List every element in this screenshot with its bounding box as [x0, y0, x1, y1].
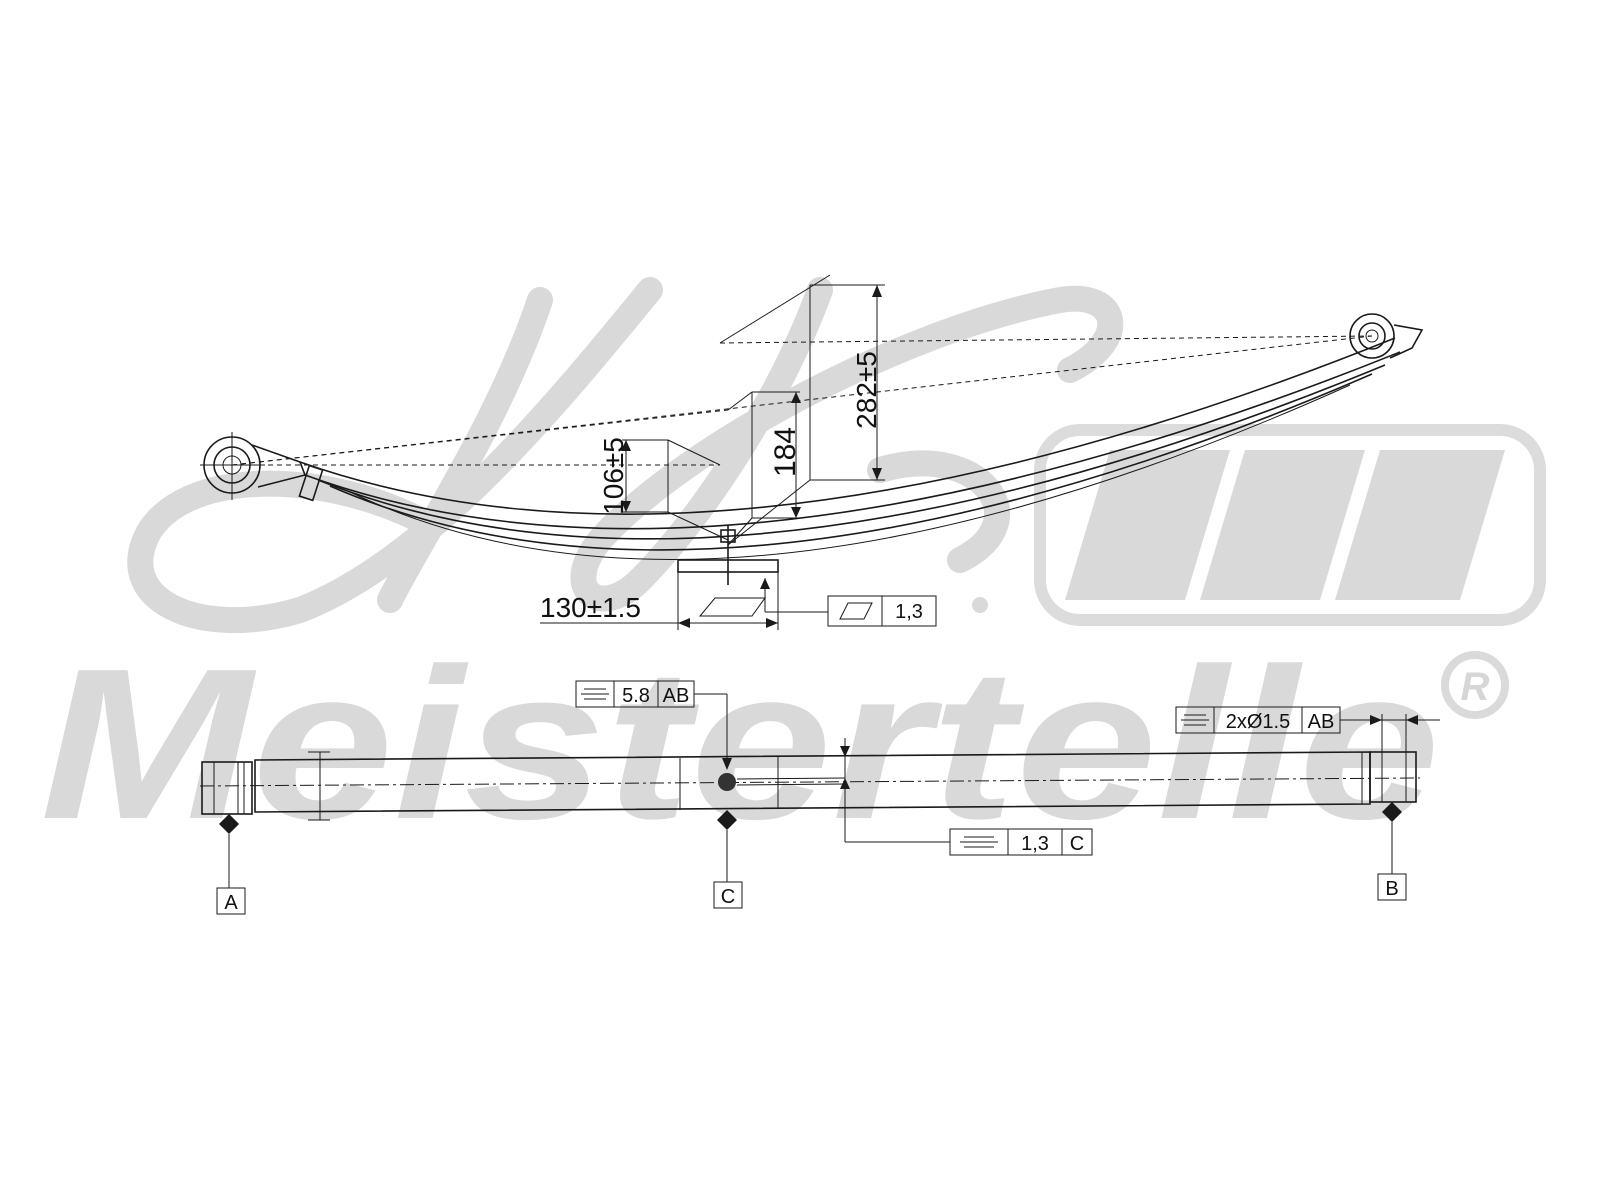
top-view: A C B 5.8 AB: [199, 680, 1440, 915]
datum-c: C: [713, 810, 743, 909]
datum-c-label: C: [721, 886, 735, 908]
flatness-tolerance-value: 1,3: [895, 601, 923, 623]
spring-leaves: [299, 337, 1401, 560]
seat-flatness-indicator: [698, 578, 828, 617]
dimension-184: 184: [727, 391, 802, 546]
center-seat: [677, 525, 779, 585]
symmetry-control-frame: 1,3 C: [949, 828, 1093, 856]
symmetry-tolerance: 1,3: [1021, 833, 1049, 855]
datum-b-label: B: [1385, 878, 1398, 900]
dimension-282: 282±5: [719, 274, 885, 546]
watermark-registered-mark: R: [1461, 665, 1490, 709]
dimension-130: 130±1.5: [540, 572, 779, 630]
symmetry-reference: C: [1070, 833, 1084, 855]
watermark-block-logo: [1034, 424, 1546, 626]
eye-reference-lines: [231, 335, 1373, 466]
top-view-outline: [254, 751, 1371, 813]
eyes-position-control-frame: 2xØ1.5 AB: [1175, 706, 1440, 752]
center-position-control-frame: 5.8 AB: [575, 680, 732, 770]
flatness-control-frame: 1,3: [827, 595, 937, 627]
top-view-left-eye: [201, 751, 330, 821]
side-view: 282±5 184 106±5: [200, 274, 1424, 630]
eyes-position-tolerance: 2xØ1.5: [1226, 711, 1290, 733]
dimension-130-label: 130±1.5: [540, 592, 641, 623]
symmetry-dimension: [840, 738, 950, 843]
dimension-282-label: 282±5: [851, 351, 882, 429]
datum-b: B: [1377, 802, 1407, 901]
watermark-brand-text: Meistertelle: [40, 623, 1440, 864]
top-view-right-eye: [1361, 751, 1417, 804]
watermark-registered-circle: [1441, 651, 1509, 719]
watermark: Meistertelle R: [40, 277, 1546, 864]
dimension-106: 106±5: [598, 437, 729, 541]
rebound-clip: [298, 464, 324, 502]
datum-a-label: A: [224, 892, 238, 914]
center-position-reference: AB: [663, 685, 690, 707]
dimension-106-label: 106±5: [598, 437, 629, 515]
top-view-center-seat: [679, 757, 846, 810]
dimension-184-label: 184: [769, 427, 802, 477]
datum-a: A: [216, 814, 246, 915]
center-position-tolerance: 5.8: [622, 685, 650, 707]
eyes-position-reference: AB: [1308, 711, 1335, 733]
